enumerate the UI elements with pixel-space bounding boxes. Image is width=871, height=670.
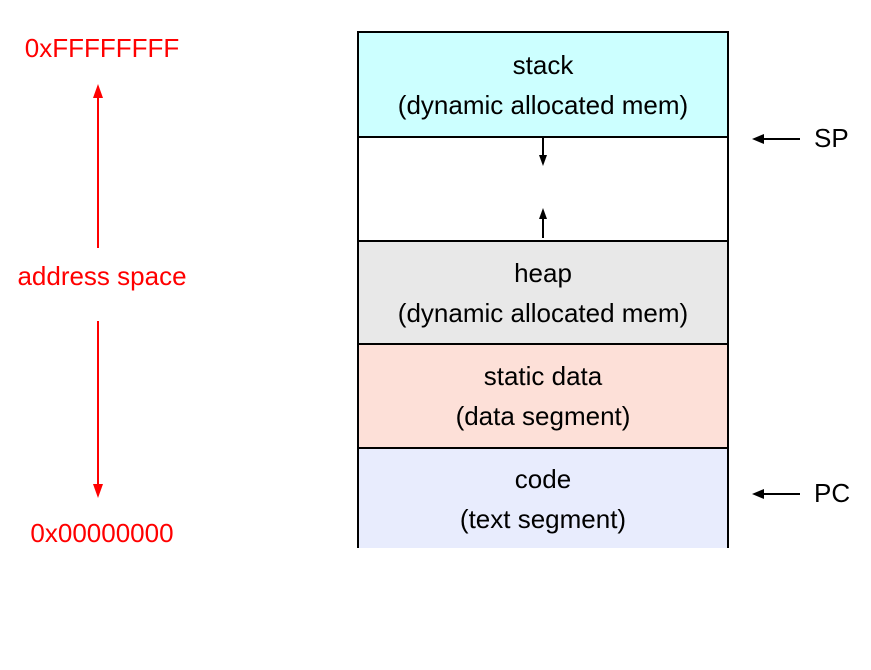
heap-segment: heap (dynamic allocated mem) bbox=[359, 240, 727, 343]
memory-map: stack (dynamic allocated mem) heap (dyna… bbox=[357, 31, 729, 548]
static-data-title: static data bbox=[483, 361, 603, 391]
free-space-segment bbox=[359, 136, 727, 240]
program-counter: PC bbox=[752, 478, 850, 509]
up-arrow-icon bbox=[93, 84, 103, 248]
top-address-label: 0xFFFFFFFF bbox=[24, 33, 180, 63]
heap-title: heap bbox=[514, 257, 572, 288]
address-space-label: address space bbox=[17, 261, 187, 291]
bottom-address-label: 0x00000000 bbox=[30, 518, 174, 548]
static-data-subtitle: (data segment) bbox=[455, 401, 631, 431]
heap-subtitle: (dynamic allocated mem) bbox=[397, 297, 689, 328]
static-data-segment: static data (data segment) bbox=[359, 343, 727, 447]
down-arrow-icon bbox=[93, 321, 103, 498]
code-title: code bbox=[514, 463, 572, 494]
sp-label: SP bbox=[814, 123, 849, 153]
pc-label: PC bbox=[814, 478, 851, 508]
code-segment: code (text segment) bbox=[359, 447, 727, 548]
stack-subtitle: (dynamic allocated mem) bbox=[397, 89, 689, 120]
left-arrow-icon bbox=[752, 488, 800, 499]
stack-title: stack bbox=[512, 49, 574, 80]
stack-segment: stack (dynamic allocated mem) bbox=[359, 33, 727, 136]
code-subtitle: (text segment) bbox=[459, 503, 627, 534]
stack-pointer: SP bbox=[752, 123, 849, 154]
left-arrow-icon bbox=[752, 133, 800, 144]
